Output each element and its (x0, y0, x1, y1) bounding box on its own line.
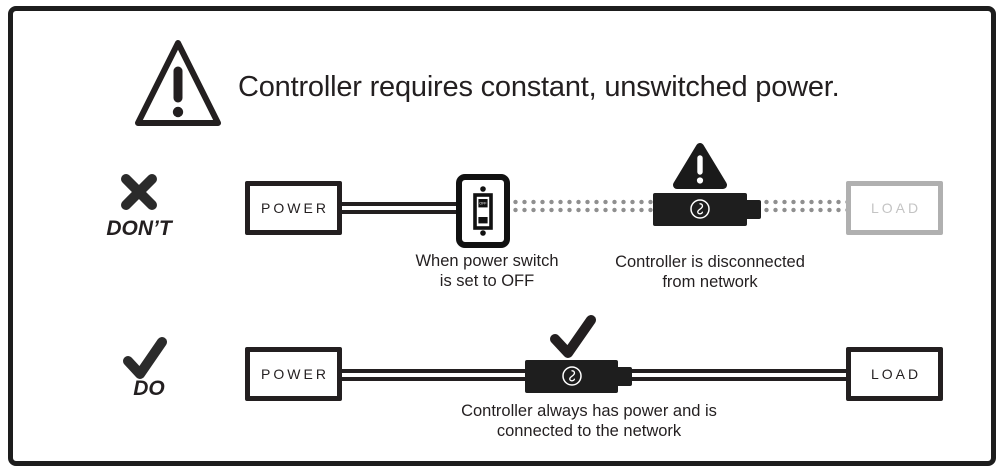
warning-triangle-filled-icon (673, 143, 727, 189)
load-box-dont: LOAD (846, 181, 943, 235)
brand-logo-icon (562, 366, 582, 386)
caption-line: is set to OFF (439, 272, 535, 290)
switch-position-label: OFF (479, 202, 487, 206)
warning-triangle-icon (135, 40, 221, 126)
wire-power-to-switch (339, 202, 457, 214)
caption-power-switch: When power switch is set to OFF (387, 251, 587, 291)
caption-line: When power switch (415, 252, 559, 270)
controller-connector-do (617, 367, 632, 386)
check-icon-controller (550, 315, 596, 358)
wire-controller-to-load (632, 369, 846, 381)
caption-line: from network (662, 273, 758, 291)
dotted-wire-switch-to-controller (511, 198, 655, 214)
caption-line: Controller always has power and is (461, 402, 717, 420)
page-title: Controller requires constant, unswitched… (238, 71, 840, 103)
controller-connector-dont (746, 200, 761, 219)
do-label: DO (133, 377, 165, 400)
load-box-label: LOAD (870, 366, 922, 382)
caption-line: connected to the network (496, 422, 682, 440)
power-switch-icon: OFF (456, 174, 510, 248)
check-icon (123, 337, 167, 379)
brand-logo-icon (690, 199, 710, 219)
caption-controller-connected: Controller always has power and is conne… (439, 401, 739, 441)
load-box-do: LOAD (846, 347, 943, 401)
wire-power-to-controller (339, 369, 525, 381)
caption-line: Controller is disconnected (615, 253, 805, 271)
dont-label: DON’T (106, 217, 172, 240)
power-box-label: POWER (261, 366, 329, 382)
diagram-frame: Controller requires constant, unswitched… (8, 6, 996, 466)
load-box-label: LOAD (870, 200, 922, 216)
caption-controller-disconnected: Controller is disconnected from network (590, 252, 830, 292)
power-box-do: POWER (245, 347, 342, 401)
power-box-dont: POWER (245, 181, 342, 235)
dotted-wire-controller-to-load (762, 198, 846, 214)
power-box-label: POWER (261, 200, 329, 216)
cross-icon (121, 174, 157, 210)
